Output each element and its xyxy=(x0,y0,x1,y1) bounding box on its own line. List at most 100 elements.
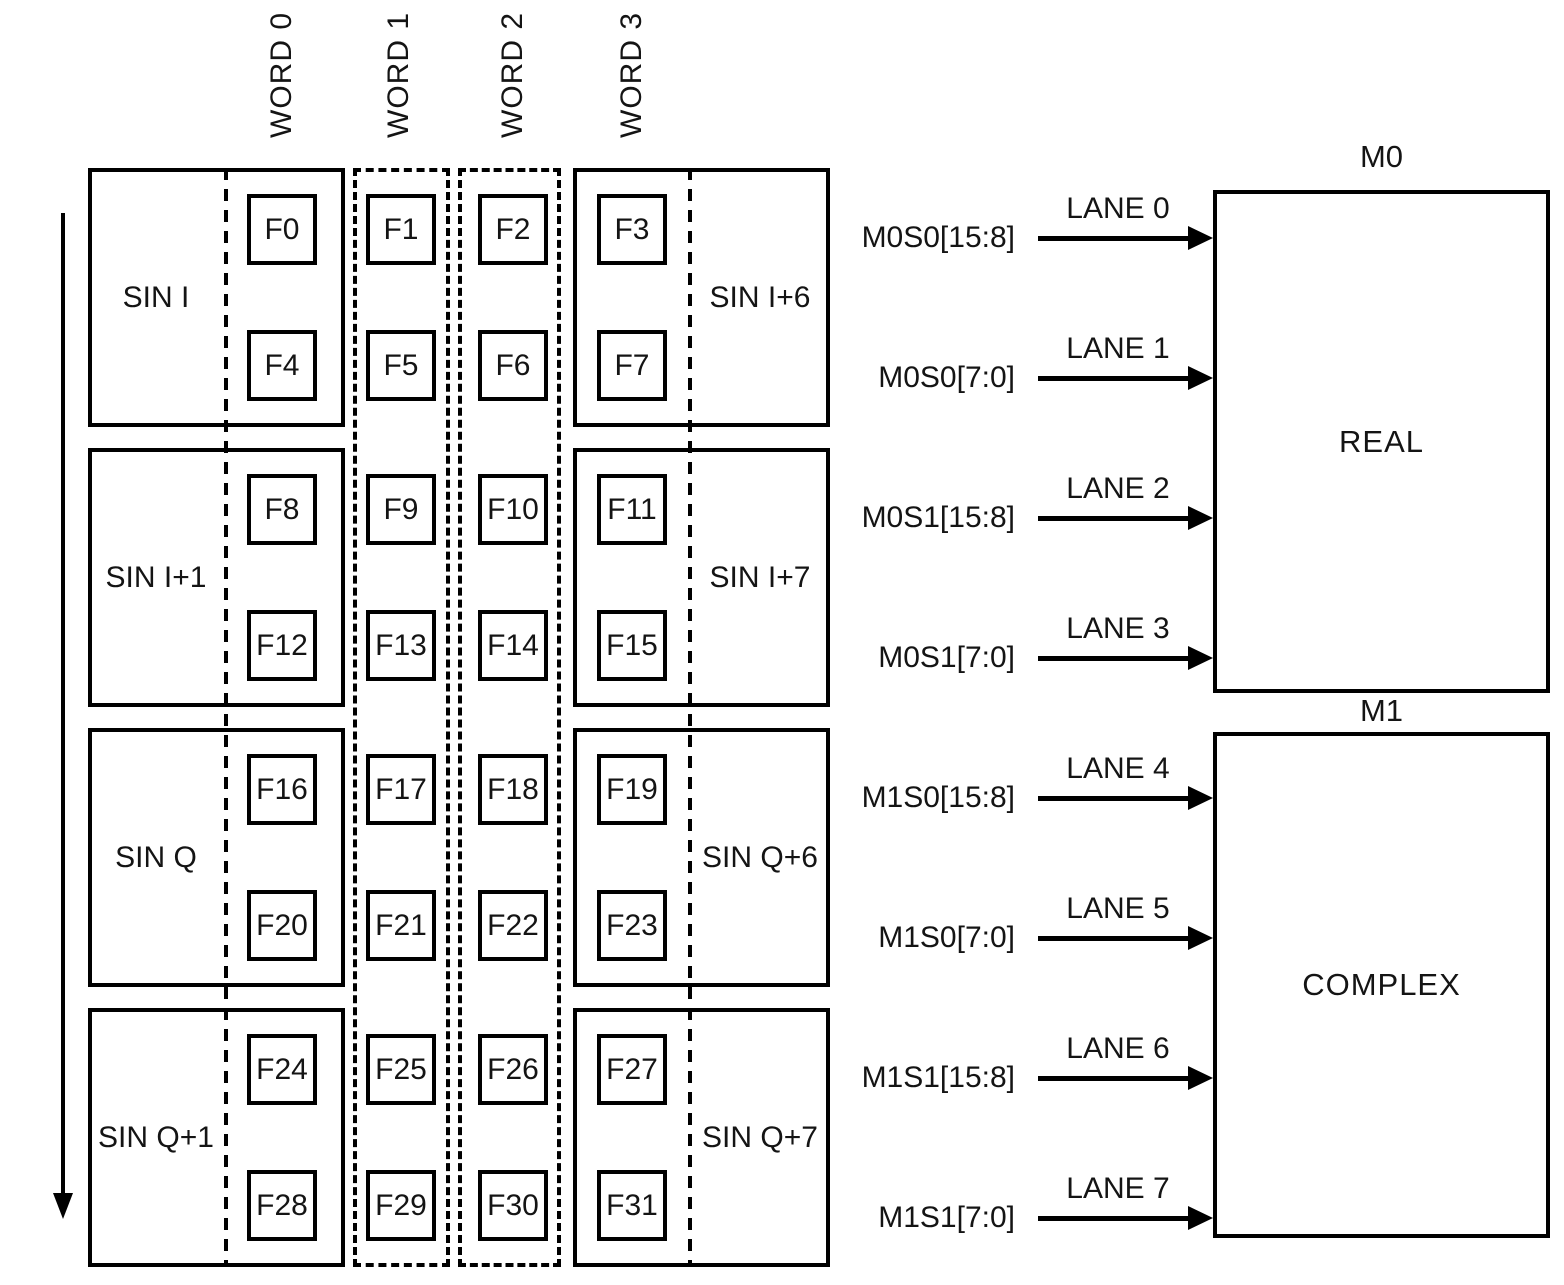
signal-label: M1S1[15:8] xyxy=(861,1061,1015,1094)
lane-arrowhead-icon xyxy=(1188,506,1213,530)
signal-label: M1S0[7:0] xyxy=(878,921,1015,954)
lane-arrow-line xyxy=(1038,1216,1190,1221)
lane-label: LANE 0 xyxy=(1066,192,1170,225)
field-cell: F16 xyxy=(247,754,317,825)
lane-arrowhead-icon xyxy=(1188,226,1213,250)
module-title-m1: M1 xyxy=(1359,693,1404,728)
field-cell: F1 xyxy=(366,194,436,265)
signal-label: M1S1[7:0] xyxy=(878,1201,1015,1234)
lane-label: LANE 7 xyxy=(1066,1172,1170,1205)
field-cell: F9 xyxy=(366,474,436,545)
word-column-header-label: WORD 3 xyxy=(615,12,648,138)
module-box-m0: REAL xyxy=(1213,190,1550,693)
field-cell: F25 xyxy=(366,1034,436,1105)
field-cell: F31 xyxy=(597,1170,667,1241)
field-cell: F0 xyxy=(247,194,317,265)
field-cell: F6 xyxy=(478,330,548,401)
field-cell: F22 xyxy=(478,890,548,961)
sample-group-label: SIN I+6 xyxy=(709,280,811,314)
field-cell: F20 xyxy=(247,890,317,961)
sample-group-box-right-row4 xyxy=(573,1008,830,1267)
sample-group-box-left-row4 xyxy=(88,1008,345,1267)
word-column-header-label: WORD 1 xyxy=(382,12,415,138)
module-content-label: COMPLEX xyxy=(1302,967,1461,1002)
module-box-m1: COMPLEX xyxy=(1213,732,1550,1238)
byte-split-divider-right xyxy=(688,168,692,1267)
sample-group-label: SIN Q+1 xyxy=(98,1120,214,1154)
field-cell: F18 xyxy=(478,754,548,825)
lane-label: LANE 2 xyxy=(1066,472,1170,505)
lane-arrow-line xyxy=(1038,656,1190,661)
word-column-outline-word1 xyxy=(353,168,450,1267)
field-cell: F23 xyxy=(597,890,667,961)
sample-group-box-right-row2 xyxy=(573,448,830,707)
field-cell: F11 xyxy=(597,474,667,545)
lane-arrowhead-icon xyxy=(1188,1206,1213,1230)
field-cell: F19 xyxy=(597,754,667,825)
lane-arrow-line xyxy=(1038,376,1190,381)
lane-arrowhead-icon xyxy=(1188,1066,1213,1090)
lane-label: LANE 3 xyxy=(1066,612,1170,645)
lane-arrowhead-icon xyxy=(1188,786,1213,810)
word-column-outline-word2 xyxy=(458,168,561,1267)
field-cell: F14 xyxy=(478,610,548,681)
lane-arrowhead-icon xyxy=(1188,926,1213,950)
lane-arrow-line xyxy=(1038,236,1190,241)
lane-label: LANE 5 xyxy=(1066,892,1170,925)
lane-arrow-line xyxy=(1038,516,1190,521)
sample-group-label: SIN Q+7 xyxy=(702,1120,818,1154)
sample-group-box-right-row1 xyxy=(573,168,830,427)
field-cell: F5 xyxy=(366,330,436,401)
lane-label: LANE 6 xyxy=(1066,1032,1170,1065)
module-content-label: REAL xyxy=(1339,423,1424,459)
signal-label: M0S1[7:0] xyxy=(878,641,1015,674)
sample-group-box-left-row3 xyxy=(88,728,345,987)
byte-split-divider-left xyxy=(224,168,228,1267)
field-cell: F8 xyxy=(247,474,317,545)
word-column-header: WORD 2 xyxy=(483,0,543,150)
field-cell: F27 xyxy=(597,1034,667,1105)
lane-arrow-line xyxy=(1038,1076,1190,1081)
sample-group-label: SIN I+7 xyxy=(709,560,811,594)
word-column-header-label: WORD 2 xyxy=(496,12,529,138)
lane-arrowhead-icon xyxy=(1188,646,1213,670)
word-column-header: WORD 1 xyxy=(369,0,429,150)
field-cell: F13 xyxy=(366,610,436,681)
module-title-m0: M0 xyxy=(1359,139,1404,174)
signal-label: M1S0[15:8] xyxy=(861,781,1015,814)
field-cell: F29 xyxy=(366,1170,436,1241)
lane-arrow-line xyxy=(1038,936,1190,941)
field-cell: F7 xyxy=(597,330,667,401)
field-cell: F26 xyxy=(478,1034,548,1105)
field-cell: F4 xyxy=(247,330,317,401)
sample-group-box-left-row2 xyxy=(88,448,345,707)
field-cell: F21 xyxy=(366,890,436,961)
sample-group-label: SIN Q+6 xyxy=(702,840,818,874)
sample-group-label: SIN I xyxy=(122,280,190,314)
field-cell: F2 xyxy=(478,194,548,265)
field-cell: F15 xyxy=(597,610,667,681)
word-column-header-label: WORD 0 xyxy=(265,12,298,138)
sample-order-arrowhead-icon xyxy=(53,1193,73,1219)
signal-label: M0S1[15:8] xyxy=(861,501,1015,534)
lane-label: LANE 1 xyxy=(1066,332,1170,365)
field-cell: F24 xyxy=(247,1034,317,1105)
field-cell: F28 xyxy=(247,1170,317,1241)
sample-group-box-left-row1 xyxy=(88,168,345,427)
signal-label: M0S0[15:8] xyxy=(861,221,1015,254)
field-cell: F3 xyxy=(597,194,667,265)
sample-group-box-right-row3 xyxy=(573,728,830,987)
sample-order-arrow-line xyxy=(61,213,65,1195)
field-cell: F30 xyxy=(478,1170,548,1241)
sample-group-label: SIN Q xyxy=(115,840,197,874)
field-cell: F17 xyxy=(366,754,436,825)
word-column-header: WORD 0 xyxy=(252,0,312,150)
field-cell: F12 xyxy=(247,610,317,681)
word-column-header: WORD 3 xyxy=(602,0,662,150)
lane-arrow-line xyxy=(1038,796,1190,801)
sample-group-label: SIN I+1 xyxy=(105,560,207,594)
lane-arrowhead-icon xyxy=(1188,366,1213,390)
lane-label: LANE 4 xyxy=(1066,752,1170,785)
field-cell: F10 xyxy=(478,474,548,545)
